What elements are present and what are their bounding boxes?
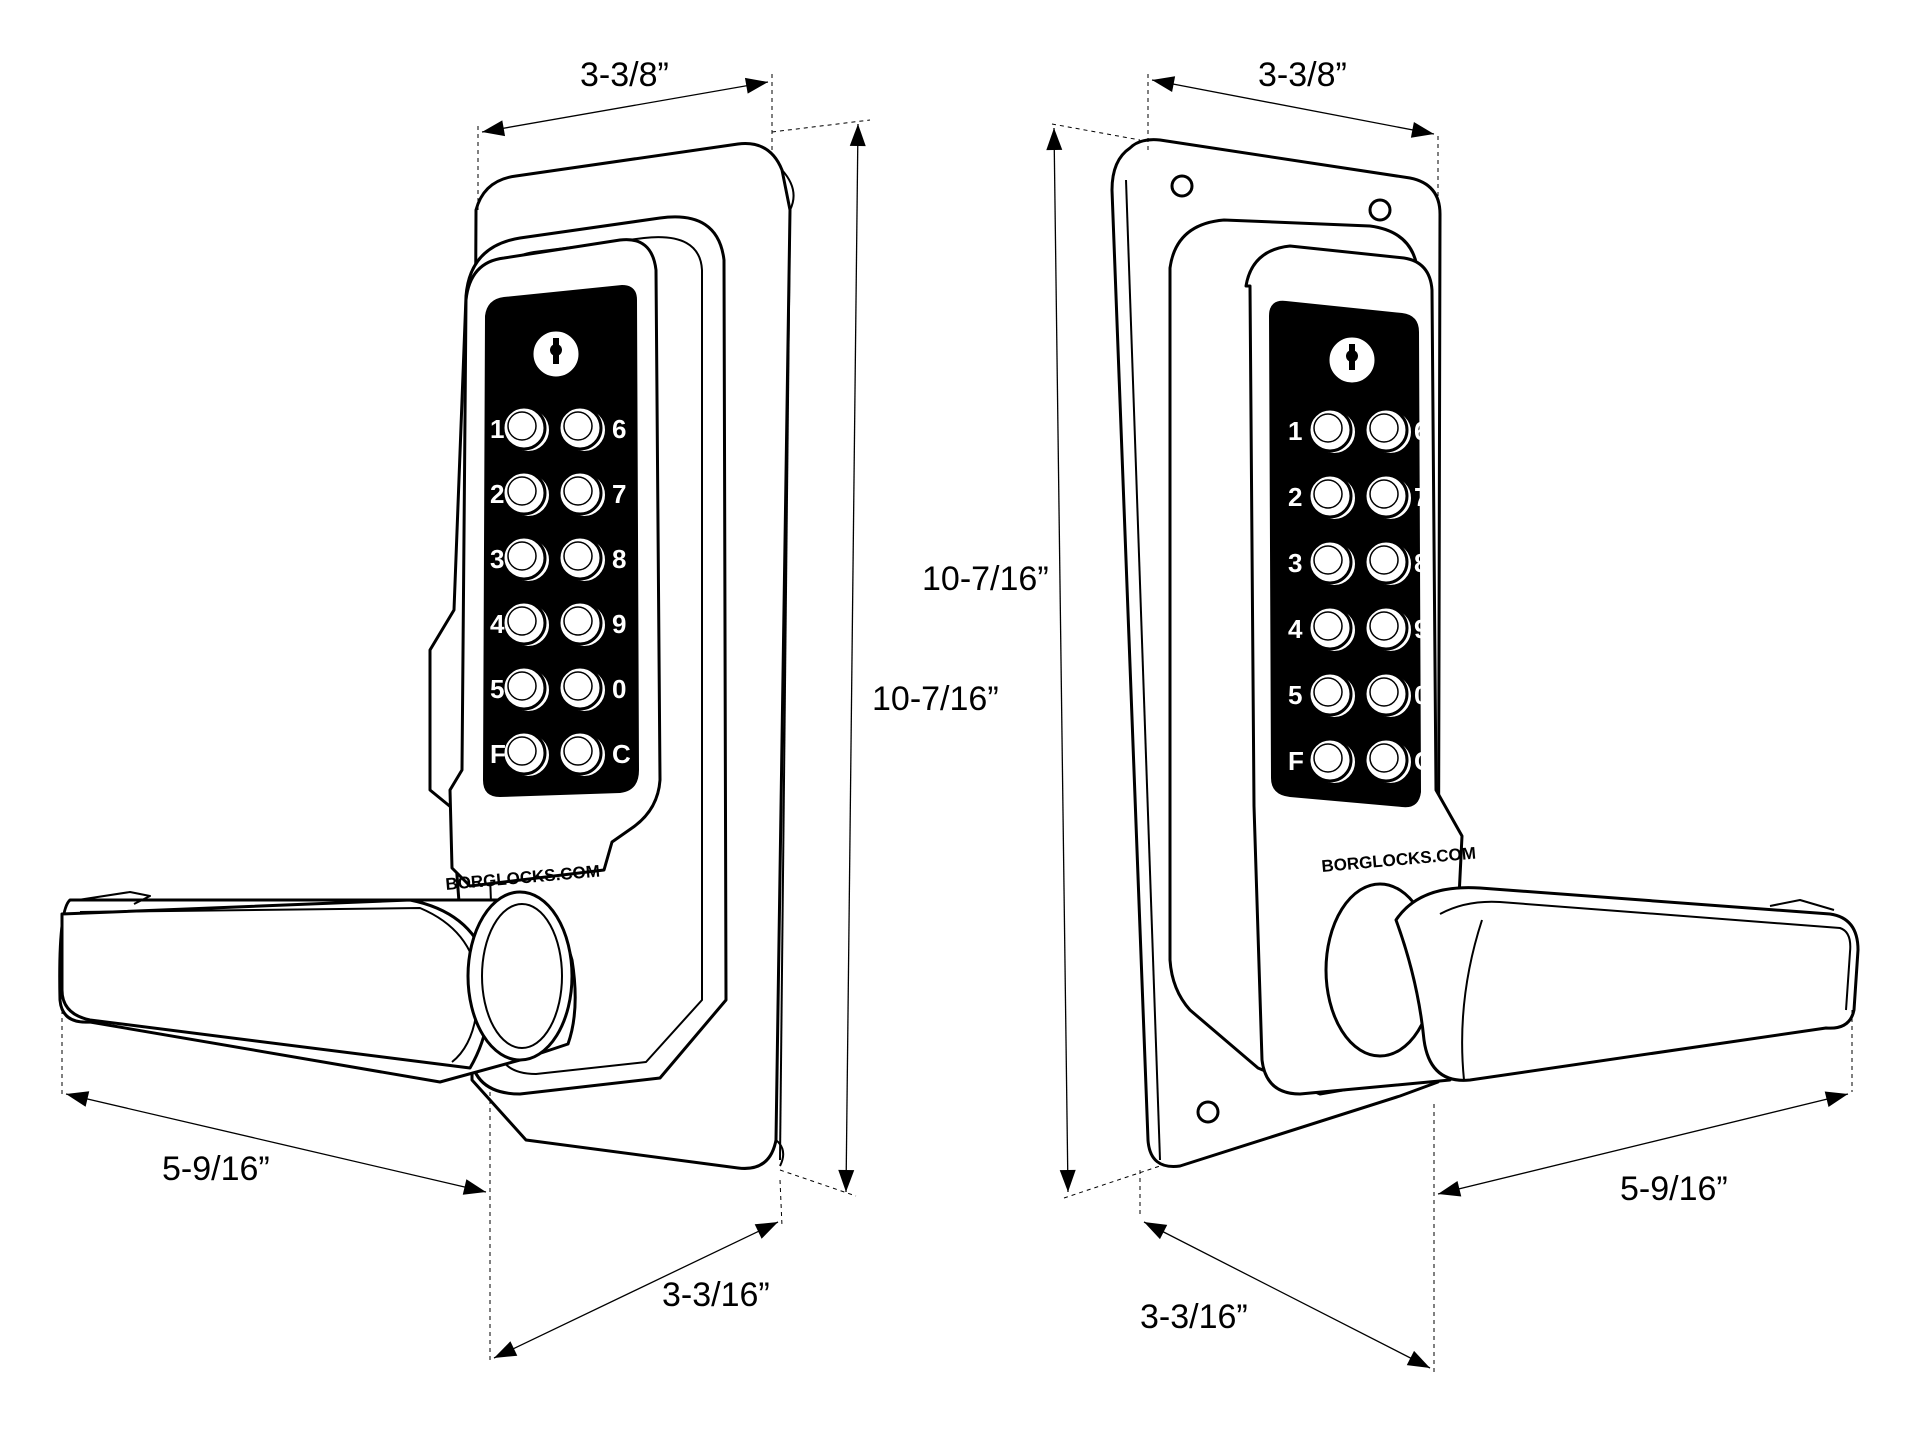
left-keypad-button-icon — [501, 730, 551, 778]
right-keypad-button-icon — [1363, 671, 1413, 719]
left-lever-length-label: 5-9/16” — [162, 1150, 270, 1188]
right-key-label-7: 7 — [1414, 482, 1428, 512]
left-key-label-6: 6 — [612, 414, 626, 444]
left-width-label: 3-3/8” — [580, 56, 669, 94]
left-key-label-2: 2 — [490, 479, 504, 509]
arrowhead-icon — [744, 77, 768, 94]
dimension-arrowheads — [66, 76, 1848, 1368]
right-mounting-hole-bottom — [1196, 1100, 1220, 1124]
right-key-label-8: 8 — [1414, 548, 1428, 578]
right-height-label: 10-7/16” — [922, 560, 1049, 598]
right-key-label-2: 2 — [1288, 482, 1302, 512]
left-key-label-8: 8 — [612, 544, 626, 574]
arrowhead-icon — [1410, 122, 1434, 138]
left-key-label-0: 0 — [612, 674, 626, 704]
arrowhead-icon — [66, 1091, 90, 1107]
left-keypad-buttons: 1 6 2 7 3 8 4 9 5 0F C — [490, 405, 631, 778]
left-height-label: 10-7/16” — [872, 680, 999, 718]
arrowhead-icon — [482, 120, 506, 137]
left-keypad-button-icon — [557, 535, 607, 583]
right-keypad-button-icon — [1363, 605, 1413, 653]
arrowhead-icon — [1824, 1091, 1848, 1107]
right-key-label-4: 4 — [1288, 614, 1303, 644]
left-keypad-button-icon — [501, 470, 551, 518]
right-keypad-button-icon — [1307, 407, 1357, 455]
right-projection-label: 3-3/16” — [1140, 1298, 1248, 1336]
right-mounting-hole-top-left — [1170, 174, 1194, 198]
left-keypad-button-icon — [501, 600, 551, 648]
right-key-label-5: 5 — [1288, 680, 1302, 710]
arrowhead-icon — [838, 1169, 855, 1192]
right-keypad-button-icon — [1307, 539, 1357, 587]
right-keypad-button-icon — [1363, 539, 1413, 587]
left-key-label-4: 4 — [490, 609, 505, 639]
right-mounting-hole-top-right — [1368, 198, 1392, 222]
left-keypad-button-icon — [501, 405, 551, 453]
left-lever-handle — [58, 890, 577, 1084]
arrowhead-icon — [849, 124, 866, 147]
right-width-label: 3-3/8” — [1258, 56, 1347, 94]
right-key-label-F: F — [1288, 746, 1304, 776]
right-keypad-button-icon — [1363, 473, 1413, 521]
right-keypad-button-icon — [1307, 671, 1357, 719]
left-keypad-button-icon — [501, 665, 551, 713]
arrowhead-icon — [462, 1179, 486, 1195]
right-keypad-button-icon — [1363, 407, 1413, 455]
right-key-label-9: 9 — [1414, 614, 1428, 644]
right-key-label-6: 6 — [1414, 416, 1428, 446]
left-keypad-button-icon — [557, 405, 607, 453]
left-key-cylinder-icon — [530, 328, 582, 380]
arrowhead-icon — [1046, 128, 1063, 151]
right-key-label-C: C — [1414, 746, 1433, 776]
left-key-label-F: F — [490, 739, 506, 769]
left-projection-label: 3-3/16” — [662, 1276, 770, 1314]
right-lever-length-label: 5-9/16” — [1620, 1170, 1728, 1208]
right-key-cylinder-icon — [1326, 334, 1378, 386]
right-keypad-button-icon — [1307, 737, 1357, 785]
right-lever-handle — [1324, 882, 1860, 1082]
arrowhead-icon — [1144, 1222, 1168, 1240]
left-keypad-button-icon — [557, 470, 607, 518]
left-keypad-button-icon — [557, 665, 607, 713]
left-key-label-9: 9 — [612, 609, 626, 639]
left-key-label-1: 1 — [490, 414, 504, 444]
left-keypad-button-icon — [557, 600, 607, 648]
arrowhead-icon — [494, 1341, 518, 1358]
right-keypad-button-icon — [1363, 737, 1413, 785]
left-keypad-button-icon — [501, 535, 551, 583]
left-key-label-C: C — [612, 739, 631, 769]
right-keypad-button-icon — [1307, 473, 1357, 521]
arrowhead-icon — [754, 1222, 778, 1239]
arrowhead-icon — [1438, 1181, 1462, 1197]
arrowhead-icon — [1152, 76, 1176, 92]
left-key-label-5: 5 — [490, 674, 504, 704]
right-key-label-1: 1 — [1288, 416, 1302, 446]
right-key-label-3: 3 — [1288, 548, 1302, 578]
left-keypad-button-icon — [557, 730, 607, 778]
left-key-label-3: 3 — [490, 544, 504, 574]
right-keypad-button-icon — [1307, 605, 1357, 653]
arrowhead-icon — [1059, 1169, 1076, 1192]
right-key-label-0: 0 — [1414, 680, 1428, 710]
dimension-lines — [61, 74, 1853, 1372]
left-key-label-7: 7 — [612, 479, 626, 509]
right-keypad-buttons: 1 6 2 7 3 8 4 9 5 0F C — [1288, 407, 1433, 785]
arrowhead-icon — [1406, 1350, 1430, 1368]
dimension-labels: 3-3/8” 10-7/16” 5-9/16” 3-3/16” 3-3/8” 1… — [162, 56, 1728, 1336]
